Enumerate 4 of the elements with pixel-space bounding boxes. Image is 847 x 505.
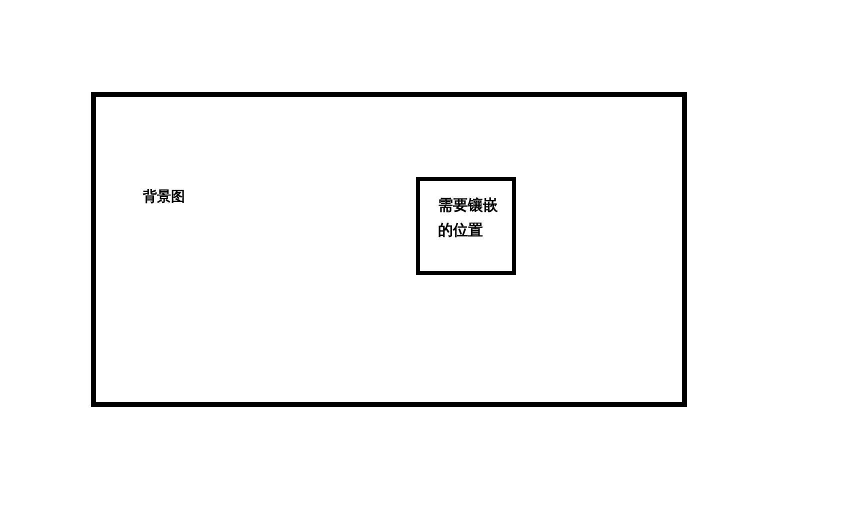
frame-box — [91, 92, 687, 407]
inset-box — [416, 177, 516, 275]
inset-label: 需要镶嵌的位置 — [438, 195, 499, 241]
frame-label: 背景图 — [143, 188, 186, 207]
